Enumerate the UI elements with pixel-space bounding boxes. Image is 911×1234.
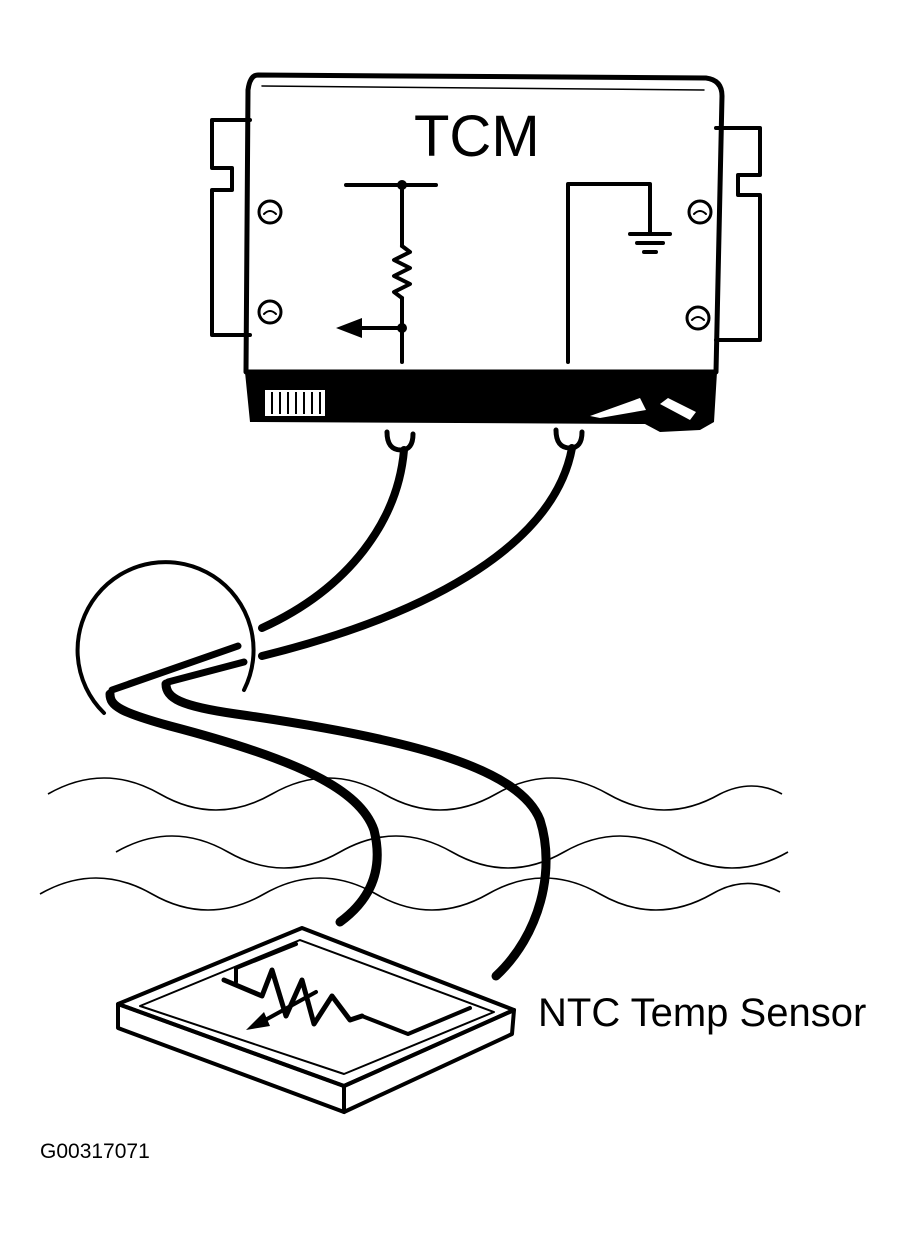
sensor-label: NTC Temp Sensor	[538, 991, 866, 1035]
tcm-module: TCM	[210, 72, 762, 432]
ground-lead	[566, 182, 652, 364]
tcm-screw-top-left	[257, 199, 283, 225]
cutaway-circle	[75, 560, 256, 715]
wire-2-inner	[164, 658, 248, 686]
thermistor-lead-right	[360, 1006, 472, 1036]
wire-2-hook	[553, 427, 585, 451]
thermistor-arrow-icon	[246, 1012, 270, 1030]
figure-code: G00317071	[40, 1140, 150, 1163]
sensor-top-face	[116, 926, 516, 1088]
tcm-connector-tab	[660, 398, 696, 420]
wire-2	[258, 444, 576, 660]
wire-1-lower	[105, 689, 382, 927]
tcm-label: TCM	[414, 104, 540, 169]
sensor-front-face	[116, 1002, 346, 1114]
tcm-screw-top-right	[687, 199, 713, 225]
tcm-top-edge	[261, 85, 705, 91]
wire-1-inner	[108, 642, 242, 694]
wire-harness	[75, 427, 585, 981]
tcm-connector-highlight	[590, 398, 646, 418]
pull-up-resistor	[392, 244, 412, 300]
tcm-left-bracket	[210, 118, 252, 337]
wave-line-3	[39, 877, 781, 911]
thermistor-resistor-icon	[221, 967, 365, 1027]
tcm-screw-bottom-right	[685, 305, 711, 331]
ground-icon	[628, 232, 672, 254]
wire-2-lower	[161, 679, 551, 981]
wire-1-hook	[384, 429, 416, 453]
wave-line-2	[115, 835, 789, 869]
ntc-sensor	[116, 926, 516, 1114]
wire-1	[258, 446, 408, 632]
signal-arrow-icon	[336, 318, 362, 338]
thermistor-lead-left	[234, 942, 298, 984]
thermistor-arrow-line	[256, 990, 318, 1026]
fluid-waves	[39, 777, 789, 911]
wave-line-1	[47, 777, 783, 811]
tcm-right-bracket	[714, 126, 762, 342]
tcm-connector-slots	[271, 392, 321, 414]
tcm-screw-bottom-left	[257, 299, 283, 325]
tcm-internal-circuit	[336, 180, 672, 364]
